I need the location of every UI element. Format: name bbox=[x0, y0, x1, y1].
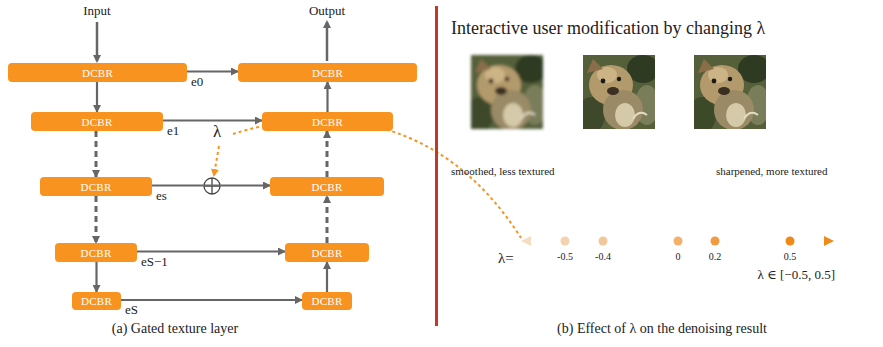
skip-connection bbox=[95, 196, 98, 243]
skip-connection bbox=[187, 70, 238, 72]
dcbr-block: DCBR bbox=[238, 63, 417, 82]
text-label: λ ∈ [−0.5, 0.5] bbox=[758, 268, 835, 282]
input-arrow bbox=[96, 22, 99, 61]
photo-sharp bbox=[688, 55, 770, 133]
dcbr-block: DCBR bbox=[55, 243, 137, 262]
dcbr-block: DCBR bbox=[270, 177, 384, 196]
dcbr-block: DCBR bbox=[8, 63, 187, 82]
block-label: DCBR bbox=[311, 247, 342, 259]
skip-connection bbox=[95, 262, 97, 292]
slider-dot bbox=[674, 237, 683, 246]
text-label: 0.5 bbox=[784, 251, 797, 262]
text-label: (b) Effect of λ on the denoising result bbox=[557, 321, 767, 336]
text-label: sharpened, more textured bbox=[716, 165, 827, 177]
text-label: (a) Gated texture layer bbox=[112, 321, 238, 336]
text-label: 0 bbox=[676, 251, 681, 262]
output-arrow bbox=[326, 22, 329, 61]
block-label: DCBR bbox=[311, 181, 342, 193]
dcbr-block: DCBR bbox=[302, 292, 352, 310]
skip-connection bbox=[326, 196, 329, 243]
block-label: DCBR bbox=[80, 181, 111, 193]
text-label: Output bbox=[309, 4, 345, 18]
slider-dot bbox=[711, 237, 720, 246]
text-label: -0.4 bbox=[595, 251, 611, 262]
skip-connection bbox=[121, 299, 302, 301]
edge-label: e1 bbox=[167, 124, 179, 138]
gate-link bbox=[233, 120, 521, 238]
skip-connection bbox=[163, 119, 262, 121]
slider-arrow bbox=[824, 236, 834, 246]
block-label: DCBR bbox=[80, 247, 111, 259]
block-label: DCBR bbox=[81, 116, 112, 128]
slider-dot bbox=[599, 237, 608, 246]
dcbr-block: DCBR bbox=[262, 112, 393, 131]
photo-smooth bbox=[465, 55, 547, 133]
edge-label: eS bbox=[125, 303, 138, 317]
skip-connection bbox=[96, 82, 98, 112]
skip-connection bbox=[137, 250, 285, 252]
text-label: smoothed, less textured bbox=[451, 165, 555, 177]
gate-arrow bbox=[214, 146, 219, 175]
photo-normal bbox=[577, 55, 659, 133]
text-label: Interactive user modification by changin… bbox=[451, 19, 765, 39]
skip-connection bbox=[326, 131, 329, 177]
dcbr-block: DCBR bbox=[285, 243, 369, 262]
skip-connection bbox=[152, 184, 270, 186]
slider-dot bbox=[561, 237, 570, 246]
block-label: DCBR bbox=[81, 295, 112, 307]
text-label: -0.5 bbox=[557, 251, 573, 262]
edge-label: e0 bbox=[191, 75, 203, 89]
text-label: 0.2 bbox=[709, 251, 722, 262]
slider-dot bbox=[786, 237, 795, 246]
slider-arrow bbox=[521, 236, 531, 246]
block-label: DCBR bbox=[82, 67, 113, 79]
skip-connection bbox=[326, 82, 328, 112]
dcbr-block: DCBR bbox=[31, 112, 163, 131]
text-label: λ= bbox=[498, 250, 514, 267]
edge-label: eS−1 bbox=[141, 255, 168, 269]
skip-connection bbox=[95, 131, 98, 177]
divider bbox=[435, 6, 438, 326]
block-label: DCBR bbox=[312, 67, 343, 79]
dcbr-block: DCBR bbox=[72, 292, 121, 310]
skip-connection bbox=[326, 262, 328, 292]
text-label: Input bbox=[83, 4, 110, 18]
block-label: DCBR bbox=[312, 116, 343, 128]
block-label: DCBR bbox=[311, 295, 342, 307]
text-label: λ bbox=[213, 123, 221, 142]
dcbr-block: DCBR bbox=[40, 177, 152, 196]
edge-label: es bbox=[156, 189, 167, 203]
